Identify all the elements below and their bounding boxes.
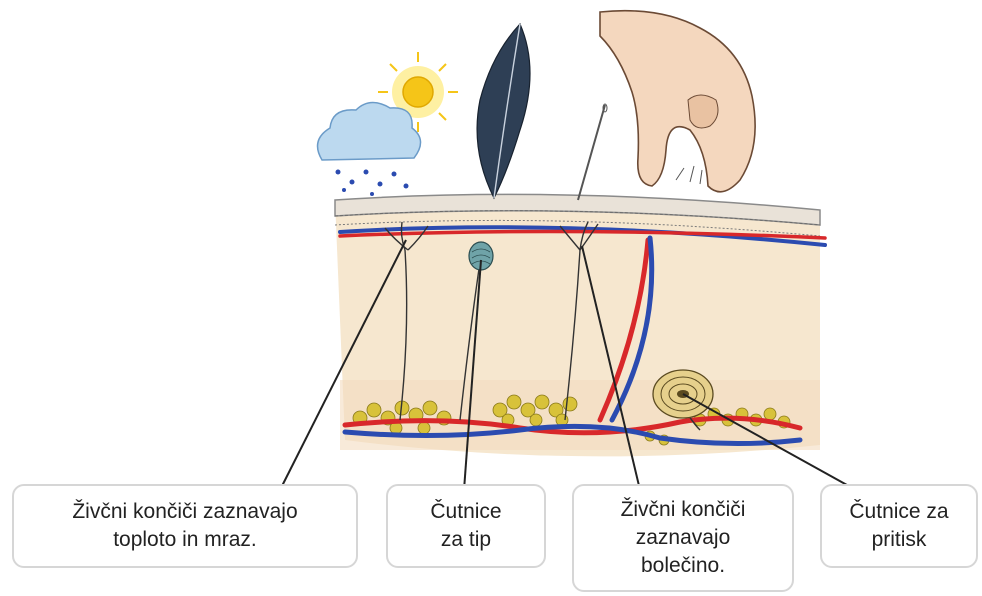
label-pressure: Čutnice za pritisk <box>820 484 978 568</box>
label-pain: Živčni končiči zaznavajo bolečino. <box>572 484 794 592</box>
label-pain-line-2: zaznavajo <box>636 524 731 552</box>
label-pain-line-3: bolečino. <box>641 552 725 580</box>
feather-icon <box>477 24 530 198</box>
label-touch-line-1: Čutnice <box>430 498 501 526</box>
label-temperature-line-1: Živčni končiči zaznavajo <box>72 498 297 526</box>
label-pressure-line-2: pritisk <box>872 526 927 554</box>
label-temperature-line-2: toploto in mraz. <box>113 526 257 554</box>
label-temperature: Živčni končiči zaznavajo toploto in mraz… <box>12 484 358 568</box>
hand-icon <box>600 11 755 192</box>
label-pressure-line-1: Čutnice za <box>849 498 948 526</box>
label-touch-line-2: za tip <box>441 526 491 554</box>
cloud-snow-icon <box>318 102 421 196</box>
needle-icon <box>578 104 607 200</box>
label-pain-line-1: Živčni končiči <box>621 496 746 524</box>
label-touch: Čutnice za tip <box>386 484 546 568</box>
